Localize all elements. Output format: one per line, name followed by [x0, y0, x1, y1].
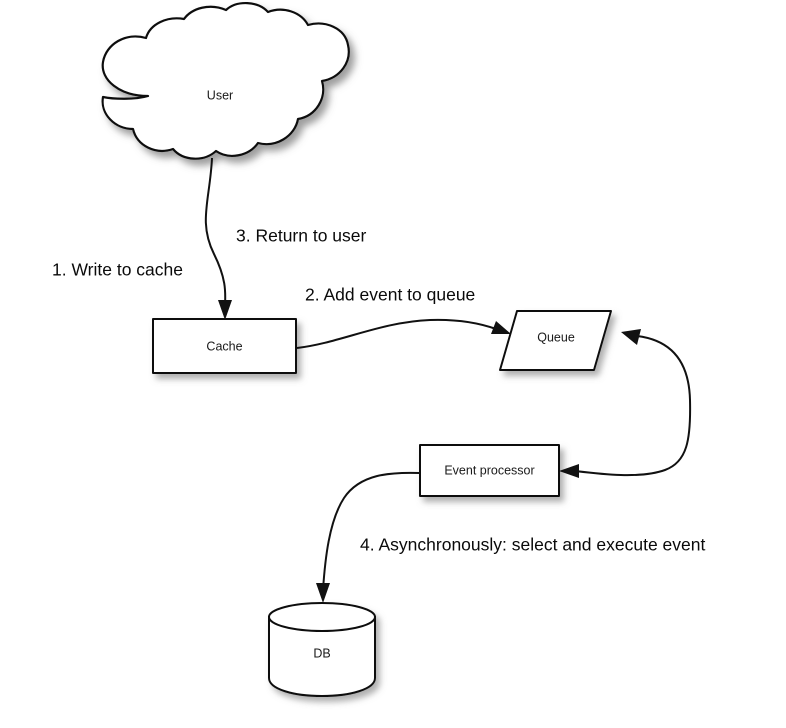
node-user[interactable]: User: [101, 2, 350, 160]
node-label-cache: Cache: [206, 339, 242, 353]
node-cache[interactable]: Cache: [152, 318, 297, 374]
node-label-db: DB: [313, 646, 330, 660]
edge-processor-to-db-path: [322, 471, 421, 591]
node-label-user: User: [207, 88, 233, 102]
edge-user-to-cache: [204, 157, 232, 320]
node-label-queue: Queue: [537, 330, 575, 344]
db-cylinder-top: [268, 602, 376, 632]
node-label-event-processor: Event processor: [444, 463, 534, 477]
cache-rectangle-shape: [152, 318, 297, 374]
edge-processor-to-db-arrowhead: [316, 583, 330, 603]
edge-queue-to-processor-arrowhead: [559, 464, 579, 478]
step-label-4: 4. Asynchronously: select and execute ev…: [360, 535, 705, 555]
node-queue[interactable]: Queue: [499, 310, 612, 371]
edge-cache-to-queue-path: [296, 318, 497, 349]
edge-user-to-cache-arrowhead: [218, 300, 232, 320]
edge-queue-processor-loop-path: [574, 335, 692, 477]
node-db[interactable]: DB: [268, 602, 376, 698]
edge-processor-to-db: [316, 471, 421, 603]
event-processor-rectangle-shape: [419, 444, 560, 497]
edge-cache-to-queue: [296, 318, 511, 349]
queue-parallelogram-shape: [499, 310, 612, 371]
step-label-1: 1. Write to cache: [52, 260, 183, 280]
db-cylinder-body: [268, 616, 376, 698]
node-event-processor[interactable]: Event processor: [419, 444, 560, 497]
user-cloud-shape: [101, 2, 350, 160]
step-label-2: 2. Add event to queue: [305, 285, 475, 305]
edge-cache-to-queue-arrowhead: [491, 321, 511, 334]
step-label-3: 3. Return to user: [236, 226, 367, 246]
edge-user-to-cache-path: [204, 157, 227, 309]
edge-queue-processor-loop: [559, 329, 692, 478]
edge-processor-to-queue-arrowhead: [621, 329, 641, 345]
